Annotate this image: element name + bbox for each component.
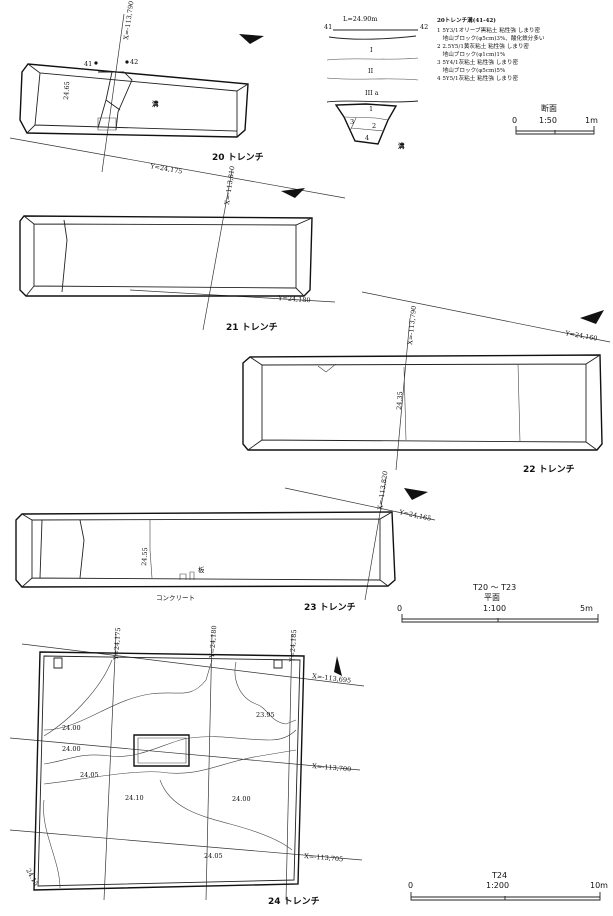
t23-concrete-label: コンクリート: [156, 594, 195, 602]
t22-elevation: 24.35: [395, 391, 404, 410]
scale-bar-t24: T24 1:200 0 10m: [408, 871, 608, 901]
section-level: L=24.90m: [343, 15, 378, 23]
legend-line-3: 2 2.5Y5/1黄灰粘土 粘性強 しまり密: [437, 42, 529, 50]
t20-point-41: 41: [84, 60, 92, 68]
t21-north-arrow-icon: [281, 188, 305, 198]
t20-name: 20 トレンチ: [212, 152, 264, 163]
scale-t24-zero: 0: [408, 881, 413, 890]
t21-name: 21 トレンチ: [226, 322, 278, 333]
scale-t24-title: T24: [491, 871, 507, 880]
trench-23: Y=24,165 X=-113,820 24.55 板 コンクリート 23 トレ…: [15, 470, 436, 613]
layer-II: II: [368, 67, 374, 75]
section-point-42: 42: [420, 23, 428, 31]
legend-title: 20トレンチ溝(41-42): [437, 16, 496, 24]
legend-line-4: 地山ブロック(φ1cm)1%: [437, 50, 505, 58]
t22-y-label: Y=24,160: [564, 329, 598, 343]
t24-y-label-2: Y=24,180: [208, 625, 218, 659]
scale-section-end: 1m: [585, 116, 598, 125]
t20-point-41-marker: [94, 61, 98, 65]
t22-x-label: X=-113,790: [406, 305, 418, 345]
trench-21: X=-113,810 Y=24,180 21 トレンチ: [19, 165, 336, 333]
t24-x-label-1: X=-113,695: [312, 672, 352, 685]
legend-line-7: 4 5Y5/1灰粘土 粘性強 しまり密: [437, 74, 518, 82]
section-point-41: 41: [324, 23, 332, 31]
scale-plan-ratio: 1:100: [483, 604, 506, 613]
t24-contour-2: 24.00: [62, 745, 81, 753]
legend-line-2: 地山ブロック(φ5cm)3%、酸化鉄分多い: [437, 34, 545, 42]
scale-t24-ratio: 1:200: [486, 881, 509, 890]
trench-22: Y=24,160 X=-113,790 24.35 22 トレンチ: [242, 291, 611, 475]
t23-y-label: Y=24,165: [398, 508, 432, 523]
t24-x-label-2: X=-113,700: [312, 762, 352, 773]
scale-plan-title: T20 ～ T23: [472, 583, 516, 592]
scale-section-title: 断面: [541, 103, 557, 113]
scale-section-ratio: 1:50: [539, 116, 557, 125]
t23-x-label: X=-113,820: [376, 470, 389, 510]
trench-20: X=-113,790 Y=24,175 41 42 溝 24.65 20 トレン…: [9, 0, 346, 199]
layer-IIIa: III a: [365, 89, 379, 97]
t24-contour-5: 24.00: [232, 795, 251, 803]
t24-y-label-1: Y=24,175: [112, 627, 122, 661]
t24-contour-7: 23.95: [256, 711, 275, 719]
section-legend: 20トレンチ溝(41-42) 1 5Y3/1オリーブ黒粘土 粘性強 しまり密 地…: [437, 16, 545, 82]
t20-point-42: 42: [130, 58, 138, 66]
t23-elevation: 24.55: [140, 547, 149, 566]
t24-contour-1: 24.00: [62, 724, 81, 732]
t24-north-arrow-icon: [334, 656, 342, 676]
t23-plank-label: 板: [198, 565, 205, 574]
scale-bar-section: 断面 0 1:50 1m: [512, 103, 598, 135]
scale-plan-end: 5m: [580, 604, 593, 613]
t22-north-arrow-icon: [580, 310, 604, 324]
t23-north-arrow-icon: [404, 488, 428, 500]
t20-ditch-label: 溝: [152, 99, 159, 108]
t23-name: 23 トレンチ: [304, 602, 356, 613]
t20-x-label: X=-113,790: [122, 0, 135, 40]
fill-2: 2: [372, 122, 376, 130]
t24-contour-3: 24.05: [80, 771, 99, 779]
t24-contour-6: 24.05: [204, 852, 223, 860]
t24-contour-8: 24.15: [24, 867, 40, 887]
t24-y-label-3: Y=24,185: [288, 629, 298, 663]
scale-plan-zero: 0: [397, 604, 402, 613]
t21-x-label: X=-113,810: [223, 165, 236, 205]
t20-point-42-marker: [125, 60, 129, 64]
t24-name: 24 トレンチ: [268, 896, 320, 907]
scale-bar-plan: T20 ～ T23 平面 0 1:100 5m: [397, 583, 599, 623]
t22-name: 22 トレンチ: [523, 464, 575, 475]
t20-y-label: Y=24,175: [149, 162, 183, 176]
fill-4: 4: [365, 134, 369, 142]
t20-elevation: 24.65: [62, 81, 71, 100]
trench-24: Y=24,175 Y=24,180 Y=24,185 X=-113,695 X=…: [9, 625, 365, 907]
scale-plan-subtitle: 平面: [484, 593, 500, 602]
fill-1: 1: [369, 105, 373, 113]
t24-contour-4: 24.10: [125, 794, 144, 802]
section-20-drawing: 41 L=24.90m 42 I II III a 1 2 3 4 溝: [324, 15, 428, 150]
t21-y-label: Y=24,180: [277, 294, 311, 304]
section-ditch-label: 溝: [398, 141, 405, 150]
legend-line-1: 1 5Y3/1オリーブ黒粘土 粘性強 しまり密: [437, 26, 541, 34]
t20-north-arrow-icon: [239, 34, 264, 44]
legend-line-6: 地山ブロック(φ5cm)5%: [437, 66, 505, 74]
layer-I: I: [370, 46, 373, 54]
legend-line-5: 3 5Y4/1灰粘土 粘性強 しまり密: [437, 58, 518, 66]
fill-3: 3: [350, 118, 354, 126]
scale-t24-end: 10m: [590, 881, 608, 890]
t24-x-label-3: X=-113,705: [304, 852, 344, 863]
scale-section-zero: 0: [512, 116, 517, 125]
